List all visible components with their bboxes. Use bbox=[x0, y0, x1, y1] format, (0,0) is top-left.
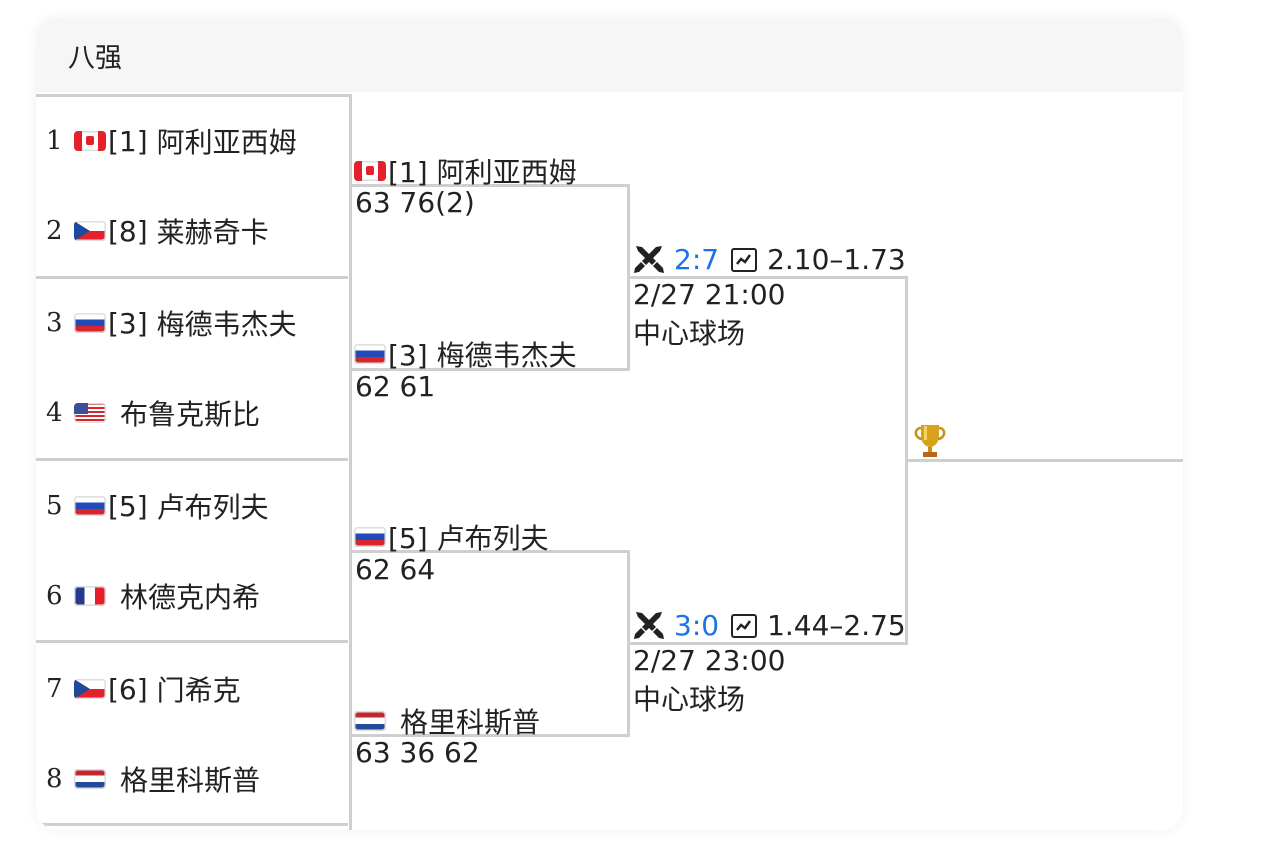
seed-number: 8 bbox=[46, 764, 63, 794]
seed-row[interactable]: 4 布鲁克斯比 bbox=[46, 393, 260, 433]
russia-flag-icon bbox=[354, 527, 386, 547]
seed-row[interactable]: 1 [1] 阿利亚西姆 bbox=[46, 121, 297, 161]
player-name: 莱赫奇卡 bbox=[156, 216, 269, 249]
player-name: 卢布列夫 bbox=[156, 491, 269, 524]
match-venue: 中心球场 bbox=[633, 683, 746, 716]
seed-label: [8] bbox=[108, 214, 148, 248]
czech-flag-icon bbox=[74, 679, 106, 699]
seed-label: [6] bbox=[108, 672, 148, 706]
player-label: [1] 阿利亚西姆 bbox=[388, 156, 577, 189]
match-score: 62 61 bbox=[355, 370, 436, 403]
seed-row[interactable]: 6 林德克内希 bbox=[46, 576, 260, 616]
seed-row[interactable]: 7 [6] 门希克 bbox=[46, 669, 241, 709]
seed-block-3 bbox=[36, 461, 348, 643]
seed-number: 3 bbox=[46, 308, 63, 338]
chart-icon bbox=[731, 613, 758, 638]
head-to-head: 3:0 bbox=[674, 609, 720, 642]
qf-box-b-right bbox=[627, 550, 630, 737]
odds: 2.10–1.73 bbox=[767, 243, 906, 276]
seed-block-4 bbox=[36, 644, 348, 826]
qf-box-a-bottom bbox=[352, 368, 630, 371]
seed-column-right-border bbox=[349, 95, 352, 830]
player-name: 阿利亚西姆 bbox=[156, 126, 297, 159]
seed-label: [5] bbox=[108, 489, 148, 523]
player-name: 林德克内希 bbox=[120, 581, 261, 614]
qf-box-a-right bbox=[627, 184, 630, 371]
usa-flag-icon bbox=[74, 403, 106, 423]
player-label: [5] 卢布列夫 bbox=[388, 522, 549, 555]
seed-block-2 bbox=[36, 279, 348, 461]
sf-match-2-info[interactable]: 3:0 1.44–2.75 bbox=[632, 609, 906, 642]
sf-box-right bbox=[905, 276, 908, 645]
seed-row[interactable]: 8 格里科斯普 bbox=[46, 759, 260, 799]
seed-block-1 bbox=[36, 97, 348, 279]
seed-number: 2 bbox=[46, 216, 63, 246]
match-venue: 中心球场 bbox=[633, 317, 746, 350]
match-score: 62 64 bbox=[355, 553, 436, 586]
trophy-icon bbox=[912, 422, 948, 464]
crossed-swords-icon bbox=[634, 245, 664, 273]
france-flag-icon bbox=[74, 586, 106, 606]
head-to-head: 2:7 bbox=[674, 243, 720, 276]
seed-number: 7 bbox=[46, 674, 63, 704]
player-name: 布鲁克斯比 bbox=[120, 398, 261, 431]
seed-number: 6 bbox=[46, 581, 63, 611]
page-title: 八强 bbox=[68, 43, 122, 74]
match-score: 63 36 62 bbox=[355, 736, 480, 769]
match-datetime: 2/27 23:00 bbox=[633, 644, 786, 677]
seed-row[interactable]: 2 [8] 莱赫奇卡 bbox=[46, 211, 269, 251]
russia-flag-icon bbox=[74, 313, 106, 333]
qf-box-b-bottom bbox=[352, 734, 630, 737]
canada-flag-icon bbox=[354, 161, 386, 181]
player-name: 格里科斯普 bbox=[120, 764, 261, 797]
netherlands-flag-icon bbox=[74, 769, 106, 789]
russia-flag-icon bbox=[354, 344, 386, 364]
qf-box-a-top bbox=[352, 184, 630, 187]
final-line bbox=[908, 459, 1183, 462]
qf-winner-4[interactable]: 格里科斯普 bbox=[354, 701, 540, 741]
sf-box-bottom bbox=[630, 642, 908, 645]
bracket-card: 八强 1 [1] 阿利亚西姆 2 [8] 莱赫奇卡 3 [3] 梅德韦杰夫 4 … bbox=[36, 18, 1183, 830]
seed-number: 5 bbox=[46, 491, 63, 521]
crossed-swords-icon bbox=[634, 611, 664, 639]
match-datetime: 2/27 21:00 bbox=[633, 278, 786, 311]
chart-icon bbox=[731, 247, 758, 272]
sf-box-top bbox=[630, 276, 908, 279]
qf-winner-1[interactable]: [1] 阿利亚西姆 bbox=[354, 151, 577, 191]
netherlands-flag-icon bbox=[354, 711, 386, 731]
odds: 1.44–2.75 bbox=[767, 609, 906, 642]
seed-column-top-border bbox=[36, 94, 352, 97]
russia-flag-icon bbox=[74, 496, 106, 516]
seed-row[interactable]: 5 [5] 卢布列夫 bbox=[46, 486, 269, 526]
card-header: 八强 bbox=[36, 18, 1183, 92]
player-label: 格里科斯普 bbox=[400, 706, 541, 739]
seed-row[interactable]: 3 [3] 梅德韦杰夫 bbox=[46, 303, 297, 343]
seed-number: 1 bbox=[46, 126, 63, 156]
seed-label: [1] bbox=[108, 124, 148, 158]
canada-flag-icon bbox=[74, 131, 106, 151]
sf-match-1-info[interactable]: 2:7 2.10–1.73 bbox=[632, 243, 906, 276]
match-score: 63 76(2) bbox=[355, 186, 475, 219]
player-label: [3] 梅德韦杰夫 bbox=[388, 339, 577, 372]
seed-number: 4 bbox=[46, 398, 63, 428]
qf-winner-3[interactable]: [5] 卢布列夫 bbox=[354, 517, 549, 557]
player-name: 梅德韦杰夫 bbox=[156, 308, 297, 341]
qf-box-b-top bbox=[352, 550, 630, 553]
seed-label: [3] bbox=[108, 306, 148, 340]
czech-flag-icon bbox=[74, 221, 106, 241]
player-name: 门希克 bbox=[156, 674, 241, 707]
qf-winner-2[interactable]: [3] 梅德韦杰夫 bbox=[354, 334, 577, 374]
